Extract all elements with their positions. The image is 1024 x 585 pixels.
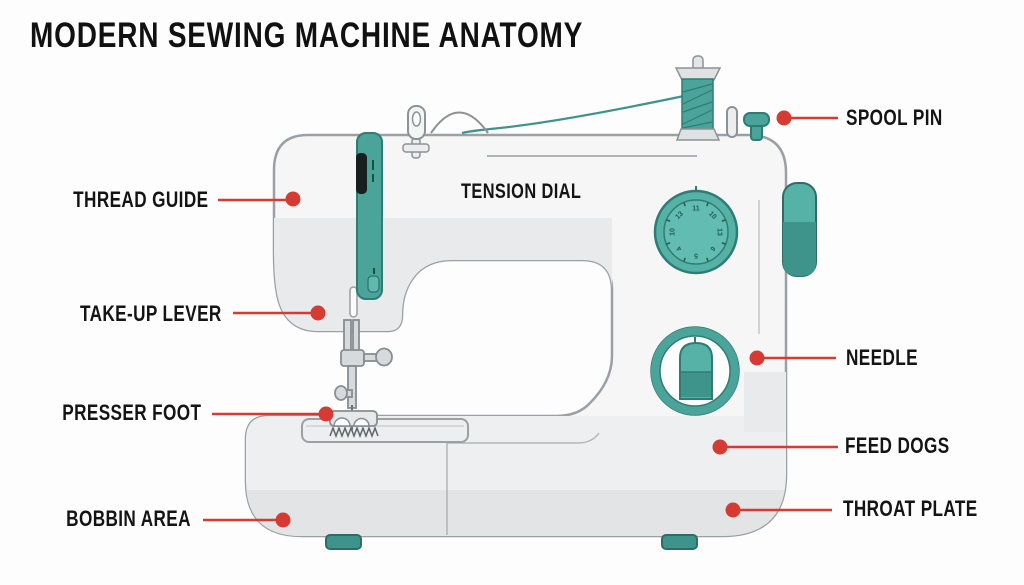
top-cross-screw xyxy=(402,137,430,159)
thread-spool xyxy=(674,55,722,141)
dial-ticks xyxy=(666,202,726,262)
callout-dot-bobbin-area xyxy=(275,512,291,528)
machine-foot-left xyxy=(325,534,362,550)
callout-lines xyxy=(203,116,838,522)
label-spool-pin: SPOOL PIN xyxy=(846,105,943,130)
svg-text:6: 6 xyxy=(708,244,716,252)
tension-button xyxy=(367,275,380,293)
page-title: MODERN SEWING MACHINE ANATOMY xyxy=(30,16,584,55)
arm-shade xyxy=(246,218,612,332)
svg-text:5: 5 xyxy=(694,252,698,259)
spool-pin-part xyxy=(743,112,770,141)
pillar-shade xyxy=(744,372,786,432)
needle-clamp xyxy=(340,349,365,367)
svg-text:4: 4 xyxy=(676,244,684,252)
callout-dot-needle xyxy=(749,350,765,366)
base-bottom-shade xyxy=(246,490,786,536)
svg-text:10: 10 xyxy=(707,211,718,222)
handwheel-lower xyxy=(783,222,816,276)
stitch-selector-dial xyxy=(650,326,740,416)
svg-text:13: 13 xyxy=(675,210,686,221)
tension-markings xyxy=(372,160,375,274)
callout-dot-presser-foot xyxy=(318,406,334,422)
handwheel xyxy=(782,182,817,277)
spool-top-flange xyxy=(674,67,722,81)
head-slit xyxy=(349,286,358,318)
thread-tension-assembly xyxy=(356,132,383,300)
thread-line xyxy=(461,94,685,135)
svg-text:13: 13 xyxy=(716,228,723,236)
presser-foot-notch-right xyxy=(353,417,370,427)
needle-plate xyxy=(301,418,469,443)
callout-dot-thread-guide xyxy=(285,191,301,207)
label-take-up-lever: TAKE-UP LEVER xyxy=(80,301,222,326)
presser-bar xyxy=(347,365,357,409)
thumb-screw xyxy=(334,385,348,401)
callout-dot-take-up-lever xyxy=(310,305,326,321)
spool-thread-wraps xyxy=(682,83,713,129)
clamp-knob xyxy=(375,347,393,367)
thread-guide-loop xyxy=(407,105,426,140)
presser-foot-notch-left xyxy=(333,417,351,427)
selector-knob-lower xyxy=(681,372,711,397)
label-thread-guide: THREAD GUIDE xyxy=(72,187,208,212)
free-arm-seam-horizontal xyxy=(447,432,600,444)
svg-text:11: 11 xyxy=(692,206,700,213)
label-bobbin-area: BOBBIN AREA xyxy=(66,506,191,531)
label-needle: NEEDLE xyxy=(846,345,918,370)
callout-dot-spool-pin xyxy=(776,110,792,126)
label-throat-plate: THROAT PLATE xyxy=(843,496,978,521)
label-feed-dogs: FEED DOGS xyxy=(845,433,950,458)
needle-bar-left xyxy=(343,319,352,354)
feed-dogs-teeth xyxy=(329,425,379,439)
needle-bar-assembly xyxy=(329,319,393,430)
secondary-pin xyxy=(726,106,738,138)
callout-dot-throat-plate xyxy=(725,502,741,518)
label-presser-foot: PRESSER FOOT xyxy=(61,400,201,425)
thread-guide-wire xyxy=(430,111,489,134)
callout-dot-feed-dogs xyxy=(712,439,728,455)
needle-bar-right xyxy=(352,319,360,354)
svg-text:10: 10 xyxy=(670,228,677,236)
spool-bottom-flange xyxy=(675,128,721,141)
tension-slot xyxy=(356,153,367,194)
machine-foot-right xyxy=(661,534,698,550)
callout-dots xyxy=(275,110,792,528)
label-tension-dial: TENSION DIAL xyxy=(461,180,582,203)
